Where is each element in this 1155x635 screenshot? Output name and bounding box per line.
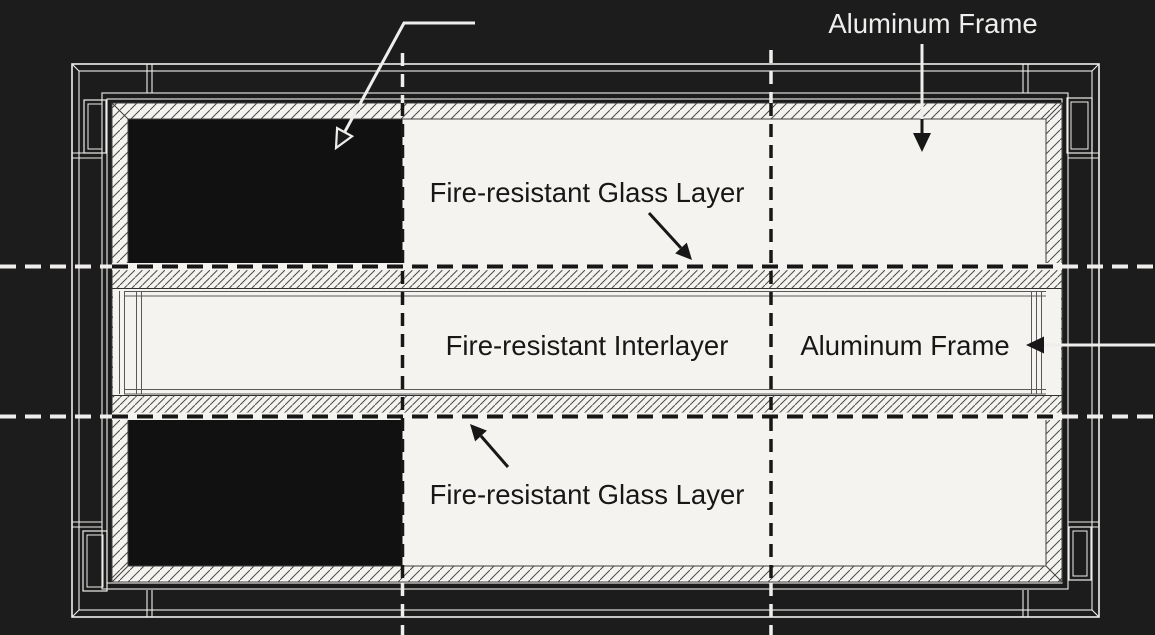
outer-aluminum-frame (71, 63, 1100, 618)
arrow-down-icon (913, 133, 931, 152)
corner-block-bottom-right (1068, 526, 1092, 581)
arrow-left-icon (1026, 336, 1044, 354)
leader-arrowhead-icon (334, 126, 355, 151)
arrow-down-right-icon (675, 242, 692, 260)
corner-block-bottom-left (82, 530, 108, 592)
label-fire-interlayer: Fire-resistant Interlayer (446, 330, 729, 361)
arrow-fire-glass-bottom (470, 424, 510, 468)
glass-pane-dark-lower (128, 414, 403, 566)
interlayer-edge-lines (124, 291, 1046, 395)
arrow-aluminum-frame-top (913, 44, 931, 152)
label-aluminum-frame-mid: Aluminum Frame (800, 330, 1009, 361)
centerlines (0, 50, 1155, 635)
glass-pane-dark-upper (128, 119, 403, 270)
arrow-fire-glass-top (647, 211, 692, 260)
label-fire-glass-bottom: Fire-resistant Glass Layer (430, 479, 745, 510)
arrow-aluminum-frame-mid (1026, 336, 1155, 354)
corner-block-top-right (1066, 97, 1093, 154)
top-rail-joints (146, 64, 1029, 93)
label-aluminum-frame-top: Aluminum Frame (828, 8, 1037, 39)
glass-pane-light-upper (402, 119, 1046, 270)
glass-panes (111, 102, 1063, 583)
bottom-rail-joints (146, 590, 1029, 617)
corner-block-top-left (83, 99, 107, 154)
interlayer-end-cap-left (119, 291, 142, 394)
fire-glass-layer-strips (111, 269, 1063, 415)
label-fire-glass-top: Fire-resistant Glass Layer (430, 177, 745, 208)
leader-top-left (334, 21, 475, 151)
glass-pane-light-lower (402, 414, 1046, 566)
interlayer-band (113, 288, 1061, 396)
arrow-up-left-icon (470, 424, 487, 442)
